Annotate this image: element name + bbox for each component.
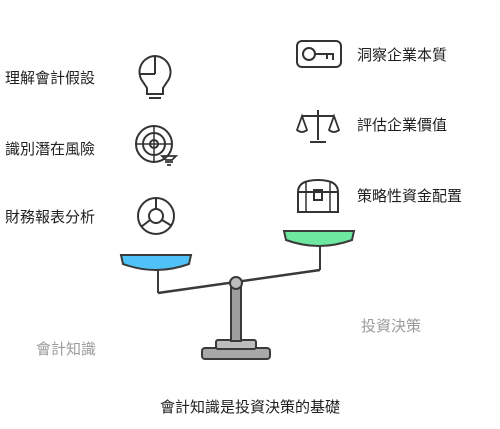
right-item-2-label: 評估企業價值 [357,116,448,134]
left-item-3-label: 財務報表分析 [5,208,96,226]
treasure-chest-icon [296,178,340,213]
scale-pillar [230,283,242,342]
left-item-2-label: 識別潛在風險 [5,140,96,158]
diagram-caption: 會計知識是投資決策的基礎 [159,398,340,416]
scale-pivot [229,276,243,290]
left-pan [119,254,193,271]
right-pan [282,230,356,247]
key-icon [296,40,342,68]
right-item-1-label: 洞察企業本質 [357,46,448,64]
left-side-title: 會計知識 [36,340,97,358]
lightbulb-pie-icon [138,54,172,99]
pie-chart-icon [137,197,175,235]
right-item-3-label: 策略性資金配置 [357,187,463,205]
radar-risk-icon [135,125,179,166]
right-side-title: 投資決策 [361,317,422,335]
left-item-1-label: 理解會計假設 [5,69,96,87]
balance-scale-icon [296,110,340,143]
